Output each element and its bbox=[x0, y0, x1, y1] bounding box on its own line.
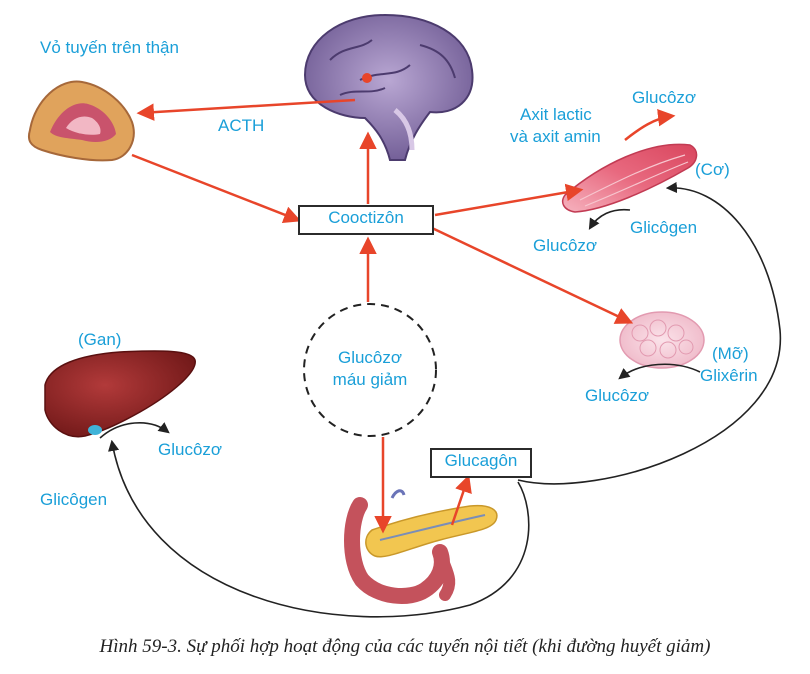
glucagon-box: Glucagôn bbox=[430, 448, 532, 478]
blood-glucose-label-2: máu giảm bbox=[332, 370, 408, 389]
cortisol-box: Cooctizôn bbox=[298, 205, 434, 235]
arrow-liver-glycogen-to-glucose bbox=[99, 422, 170, 439]
blood-glucose-circle bbox=[303, 303, 437, 437]
acth-label: ACTH bbox=[218, 116, 265, 135]
adrenal-cortex-label: Vỏ tuyến trên thận bbox=[40, 38, 179, 57]
figure-caption: Hình 59-3. Sự phối hợp hoạt động của các… bbox=[99, 636, 711, 657]
liver-label: (Gan) bbox=[78, 330, 122, 349]
pancreas-icon bbox=[344, 489, 498, 604]
glycerin-label: Glixêrin bbox=[700, 366, 758, 385]
muscle-glucose-label: Glucôzơ bbox=[533, 236, 598, 255]
muscle-glucose-out-label: Glucôzơ bbox=[632, 88, 697, 107]
adrenal-gland-icon bbox=[27, 80, 135, 162]
liver-glycogen-label: Glicôgen bbox=[40, 490, 108, 509]
arrow-glucagon-to-muscle bbox=[517, 181, 781, 485]
lactic-amino-label-1: Axit lactic bbox=[520, 105, 592, 124]
arrow-pancreas-to-glucagon bbox=[450, 474, 472, 526]
muscle-glycogen-label: Glicôgen bbox=[630, 218, 698, 237]
arrow-cortisol-to-fat bbox=[431, 226, 634, 324]
liver-glucose-label: Glucôzơ bbox=[158, 440, 223, 459]
arrow-glycogen-to-glucose-muscle bbox=[588, 208, 631, 230]
blood-glucose-label-1: Glucôzơ bbox=[337, 348, 403, 367]
arrow-adrenal-to-cortisol bbox=[131, 153, 302, 224]
fat-tissue-icon bbox=[619, 311, 705, 369]
arrow-glucagon-to-liver bbox=[108, 439, 530, 618]
black-arrows bbox=[99, 181, 781, 618]
arrow-muscle-glucose-out bbox=[624, 108, 676, 141]
lactic-amino-label-2: và axit amin bbox=[510, 127, 601, 146]
muscle-icon bbox=[562, 143, 698, 213]
brain-icon bbox=[303, 13, 474, 161]
red-arrows bbox=[131, 98, 676, 534]
muscle-label: (Cơ) bbox=[695, 160, 730, 179]
arrow-cortisol-to-muscle bbox=[434, 183, 584, 217]
liver-icon bbox=[44, 350, 196, 438]
arrow-brain-to-adrenal bbox=[136, 98, 356, 121]
fat-glucose-label: Glucôzơ bbox=[585, 386, 650, 405]
arrow-glycerin-to-glucose-fat bbox=[618, 363, 701, 380]
fat-label: (Mỡ) bbox=[712, 344, 749, 363]
